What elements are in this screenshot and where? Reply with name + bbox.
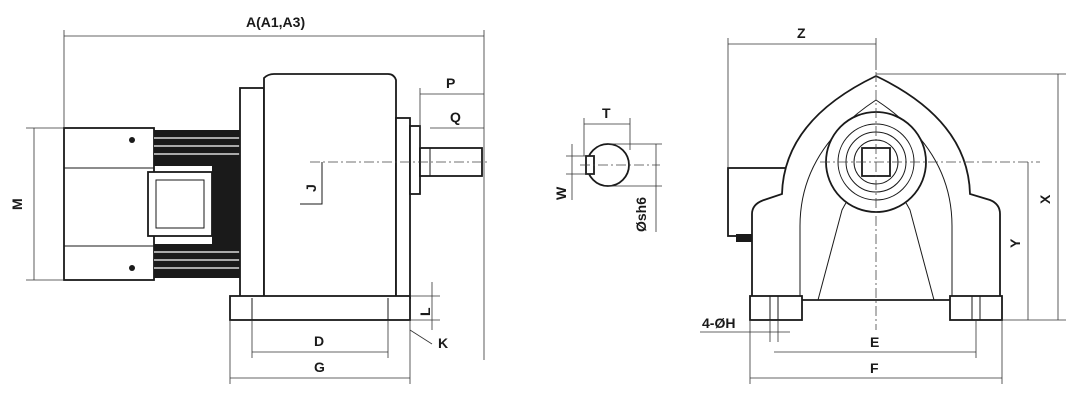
side-view: [63, 73, 490, 321]
dimension-label-x: X: [1037, 194, 1053, 204]
side-view-dimensions: A(A1,A3) M P Q J L K D G: [9, 14, 485, 384]
dimension-label-l: L: [417, 307, 433, 316]
dimension-label-z: Z: [797, 25, 806, 41]
dimension-label-shaft-diameter: Øsh6: [633, 197, 649, 232]
dimension-label-m: M: [9, 198, 25, 210]
foot-left: [749, 295, 803, 321]
front-view: [727, 72, 1040, 330]
dimension-label-j: J: [303, 184, 319, 192]
base-plate: [229, 295, 411, 321]
output-collar: [395, 117, 411, 299]
dimension-label-e: E: [870, 334, 879, 350]
bolt-icon: [129, 265, 135, 271]
flange: [239, 87, 265, 299]
dimension-label-a: A(A1,A3): [246, 14, 305, 30]
gear-housing: [263, 73, 397, 299]
dimension-label-f: F: [870, 360, 879, 376]
front-view-dimensions: Z X Y 4-ØH E F: [700, 25, 1066, 384]
dimension-label-t: T: [602, 105, 611, 121]
dimension-label-g: G: [314, 359, 325, 375]
dimension-label-d: D: [314, 333, 324, 349]
dimension-label-y: Y: [1007, 238, 1023, 248]
terminal-box: [147, 171, 213, 237]
dimension-label-k: K: [438, 335, 448, 351]
bolt-icon: [129, 137, 135, 143]
dimension-label-p: P: [446, 75, 455, 91]
shaft-section: T W Øsh6: [553, 105, 662, 232]
dimension-label-holes: 4-ØH: [702, 315, 735, 331]
cooling-fins: [154, 130, 240, 278]
foot-right: [949, 295, 1003, 321]
dimension-label-w: W: [553, 186, 569, 200]
dimension-label-q: Q: [450, 109, 461, 125]
motor-end-cover: [63, 127, 155, 281]
